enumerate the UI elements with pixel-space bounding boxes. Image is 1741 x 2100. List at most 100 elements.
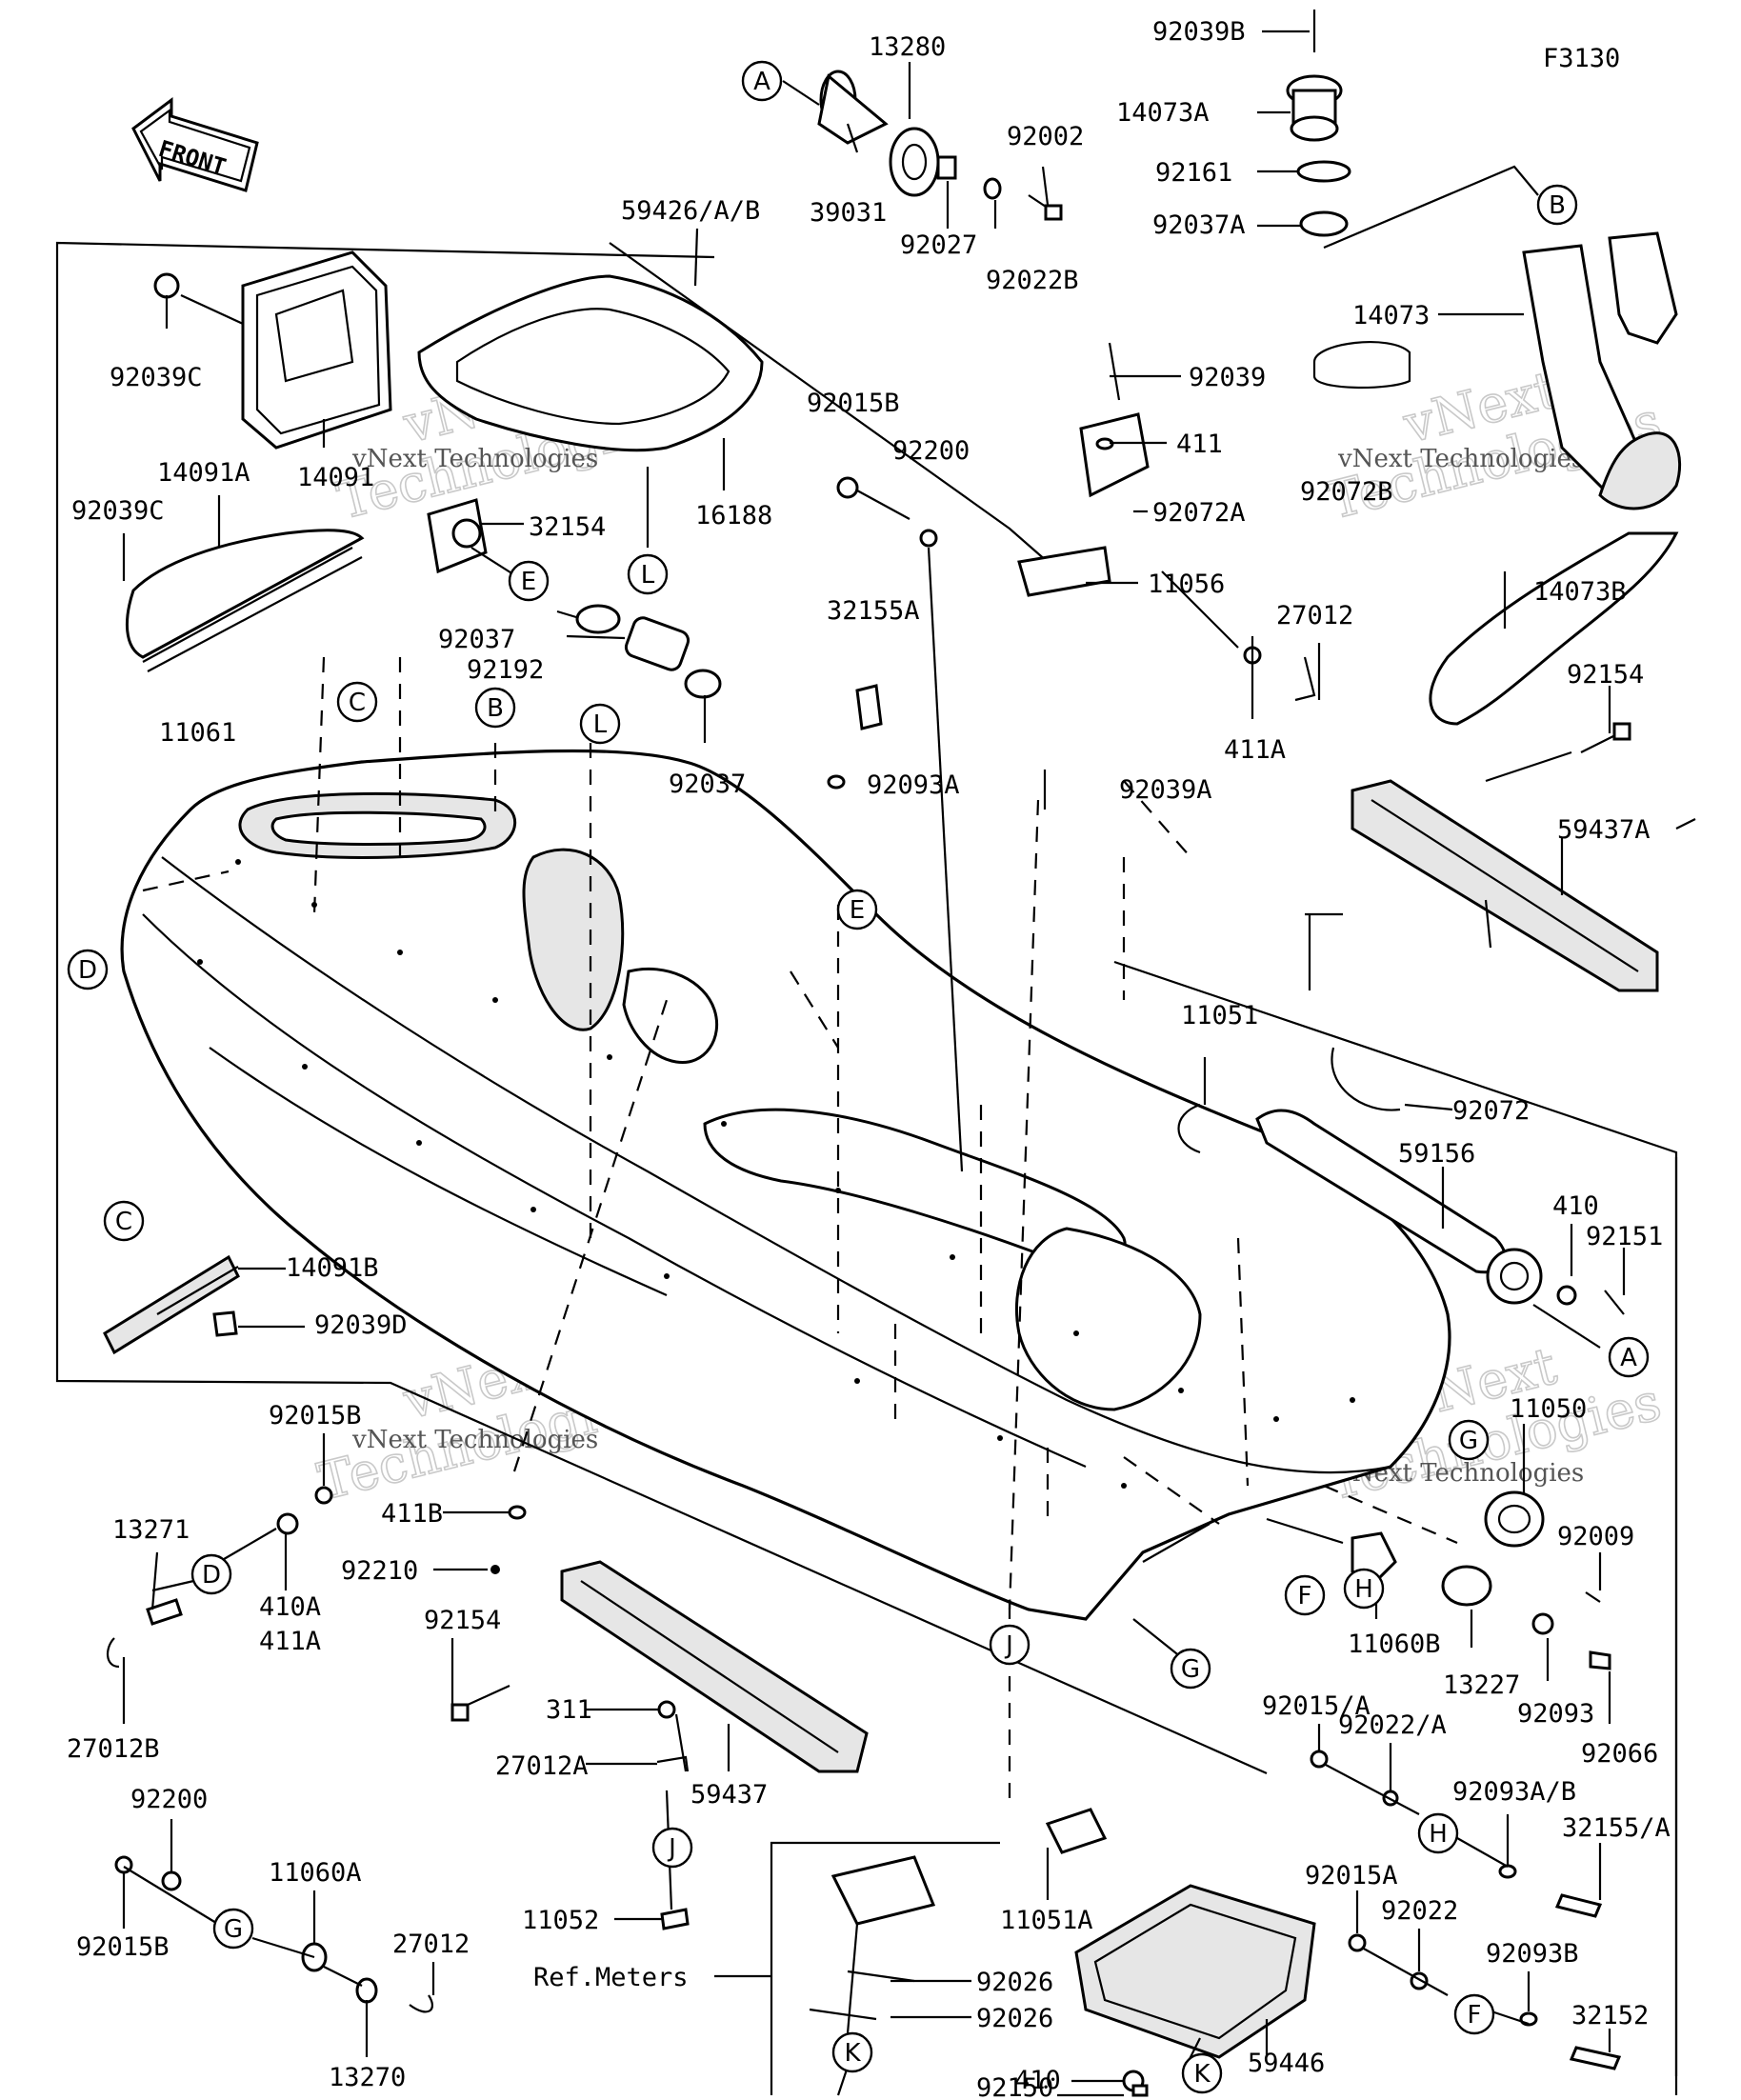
callout-H-bottom: H — [1417, 1812, 1459, 1854]
callout-C-left: C — [103, 1200, 145, 1242]
watermark-small: vNext Technologies — [351, 1426, 598, 1454]
part-labels: 13280 92039B 14073A 92161 92037A 39031 9… — [67, 17, 1671, 2100]
part-92039C — [153, 272, 180, 299]
label-92150: 92150 — [976, 2073, 1053, 2100]
svg-text:K: K — [1193, 2060, 1211, 2089]
parts-drawings — [103, 10, 1682, 2097]
label-92200-top: 92200 — [892, 436, 970, 466]
svg-text:E: E — [850, 896, 865, 925]
label-411B: 411B — [381, 1499, 443, 1529]
svg-text:G: G — [1181, 1655, 1200, 1684]
label-92072: 92072 — [1452, 1096, 1530, 1126]
part-92015A — [1348, 1933, 1367, 1952]
callout-circles: A B L E C B L D E C A G D F H J G J G H … — [67, 60, 1650, 2094]
label-92072A: 92072A — [1152, 498, 1246, 528]
label-92161: 92161 — [1155, 158, 1232, 188]
part-32154 — [427, 498, 488, 574]
label-59437A: 59437A — [1557, 815, 1651, 845]
part-92210 — [490, 1565, 500, 1574]
label-410-bottom: 410 — [1014, 2066, 1061, 2095]
part-92037-top — [575, 604, 621, 634]
label-92002: 92002 — [1007, 122, 1084, 151]
label-27012A: 27012A — [495, 1751, 589, 1781]
part-92022B — [983, 177, 1002, 200]
part-92093AB — [1498, 1864, 1517, 1879]
part-27012B — [107, 1637, 120, 1669]
svg-text:C: C — [115, 1208, 132, 1236]
label-411A-left: 411A — [259, 1627, 321, 1656]
callout-A-right: A — [1608, 1336, 1650, 1378]
part-92027 — [936, 155, 957, 180]
part-92192 — [624, 616, 690, 671]
callout-E-top: E — [508, 560, 550, 602]
part-92072B — [1312, 341, 1411, 390]
label-92154-bottom: 92154 — [424, 1606, 501, 1635]
label-13271: 13271 — [112, 1515, 190, 1545]
label-16188: 16188 — [695, 501, 772, 530]
label-92015A: 92015A — [1305, 1861, 1398, 1890]
callout-F-hull: F — [1284, 1574, 1326, 1616]
label-92039C-upper: 92039C — [110, 363, 203, 392]
label-92026-lower: 92026 — [976, 2004, 1053, 2033]
label-92037A: 92037A — [1152, 210, 1246, 240]
hull-body — [120, 749, 1451, 1621]
label-92039B: 92039B — [1152, 17, 1246, 47]
part-59446 — [1074, 1884, 1316, 2059]
label-411: 411 — [1176, 430, 1223, 459]
label-11051A: 11051A — [1000, 1906, 1093, 1935]
part-92072 — [1331, 1047, 1401, 1111]
part-92161 — [1296, 160, 1351, 183]
label-14091B: 14091B — [286, 1253, 379, 1283]
callout-G-bottom: G — [212, 1908, 254, 1950]
svg-text:G: G — [224, 1915, 243, 1944]
part-59156 — [1255, 1109, 1543, 1305]
label-92037-lower: 92037 — [669, 770, 746, 799]
label-11050: 11050 — [1510, 1394, 1587, 1424]
label-92200-bottom: 92200 — [130, 1785, 208, 1814]
label-92037-upper: 92037 — [438, 625, 515, 654]
label-11061: 11061 — [159, 718, 236, 748]
callout-C-top: C — [336, 681, 378, 723]
svg-text:J: J — [1004, 1631, 1013, 1660]
label-92022: 92022 — [1381, 1896, 1458, 1926]
svg-text:G: G — [1459, 1427, 1478, 1455]
label-92039D: 92039D — [314, 1310, 408, 1340]
callout-H-hull: H — [1343, 1568, 1385, 1610]
part-32155A — [855, 684, 883, 730]
svg-text:H: H — [1429, 1820, 1448, 1849]
callout-B-hull: B — [474, 687, 516, 729]
part-410A — [276, 1512, 299, 1535]
callout-J-bottom: J — [651, 1827, 693, 1869]
svg-text:A: A — [753, 68, 770, 96]
label-92015B-top: 92015B — [807, 389, 900, 418]
label-59437: 59437 — [690, 1780, 768, 1810]
label-14091A: 14091A — [157, 458, 250, 488]
part-92039 — [1108, 342, 1121, 401]
svg-text:F: F — [1298, 1582, 1312, 1610]
label-11056: 11056 — [1148, 570, 1225, 599]
diagram-code: F3130 — [1543, 44, 1620, 73]
part-59437A — [1351, 779, 1659, 992]
label-92026-upper: 92026 — [976, 1968, 1053, 1997]
part-13227 — [1441, 1565, 1492, 1607]
label-11052: 11052 — [522, 1906, 599, 1935]
svg-text:B: B — [487, 694, 504, 723]
svg-text:B: B — [1549, 191, 1566, 220]
label-92015-slash-A: 92015/A — [1262, 1691, 1371, 1721]
label-14073A: 14073A — [1116, 98, 1210, 128]
label-14091: 14091 — [297, 463, 374, 492]
label-92093A: 92093A — [867, 770, 960, 800]
label-410-right: 410 — [1552, 1191, 1599, 1221]
top-group-outline — [609, 242, 1049, 563]
part-92037-bottom — [684, 669, 722, 699]
label-13280: 13280 — [869, 32, 946, 62]
part-311 — [657, 1700, 676, 1719]
part-92154-top — [1580, 722, 1631, 753]
label-92093: 92093 — [1517, 1699, 1594, 1729]
part-27012-top — [1294, 656, 1316, 702]
label-13227: 13227 — [1443, 1670, 1520, 1700]
callout-D-left: D — [190, 1553, 232, 1595]
svg-text:J: J — [667, 1834, 676, 1863]
part-92037A — [1299, 210, 1349, 237]
